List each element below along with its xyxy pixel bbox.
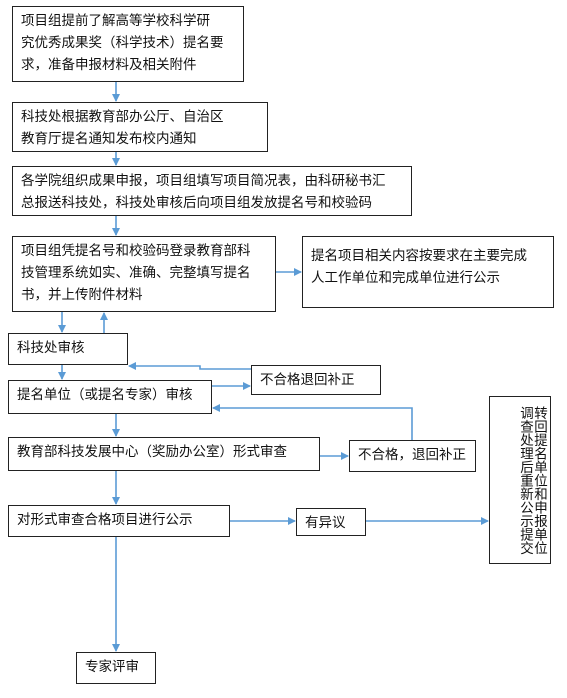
expert-label: 专家评审: [85, 659, 139, 675]
formal-check-label: 教育部科技发展中心（奖励办公室）形式审查: [17, 444, 287, 460]
arrow-fail1-to-review: [128, 362, 251, 370]
publicity-box: 提名项目相关内容按要求在主要完成 人工作单位和完成单位进行公示: [302, 236, 554, 308]
announce-box: 对形式审查合格项目进行公示: [8, 505, 230, 537]
step2-line1: 科技处根据教育部办公厅、自治区: [21, 109, 224, 125]
step1-line1: 项目组提前了解高等学校科学研: [21, 13, 210, 29]
step3-box: 各学院组织成果申报，项目组填写项目简况表，由科研秘书汇 总报送科技处，科技处审核…: [12, 166, 412, 216]
formal-check-box: 教育部科技发展中心（奖励办公室）形式审查: [8, 437, 320, 471]
step4-line2: 技管理系统如实、准确、完整填写提名: [21, 265, 251, 281]
expert-box: 专家评审: [76, 652, 156, 684]
transfer-label: 转回提名单位和申报单位调查处理后重新公示提交: [517, 405, 547, 555]
step1-line3: 求，准备申报材料及相关附件: [21, 57, 197, 73]
fail-return-1-box: 不合格退回补正: [251, 365, 381, 395]
objection-label: 有异议: [305, 515, 346, 531]
review-kjc-label: 科技处审核: [17, 340, 85, 356]
step1-box: 项目组提前了解高等学校科学研 究优秀成果奖（科学技术）提名要 求，准备申报材料及…: [12, 6, 244, 82]
publicity-line2: 人工作单位和完成单位进行公示: [311, 270, 500, 286]
transfer-box: 转回提名单位和申报单位调查处理后重新公示提交: [489, 396, 551, 564]
step4-box: 项目组凭提名号和校验码登录教育部科 技管理系统如实、准确、完整填写提名 书，并上…: [12, 236, 276, 312]
review-kjc-box: 科技处审核: [8, 333, 128, 365]
step2-line2: 教育厅提名通知发布校内通知: [21, 131, 197, 147]
announce-label: 对形式审查合格项目进行公示: [17, 512, 193, 528]
fail-return-2-box: 不合格，退回补正: [349, 440, 476, 472]
step2-box: 科技处根据教育部办公厅、自治区 教育厅提名通知发布校内通知: [12, 102, 268, 152]
arrow-fail2-to-nominator: [212, 404, 413, 440]
step3-line2: 总报送科技处，科技处审核后向项目组发放提名号和校验码: [21, 195, 372, 211]
step1-line2: 究优秀成果奖（科学技术）提名要: [21, 35, 224, 51]
publicity-line1: 提名项目相关内容按要求在主要完成: [311, 248, 527, 264]
nominator-box: 提名单位（或提名专家）审核: [8, 380, 212, 414]
objection-box: 有异议: [296, 508, 366, 536]
fail-return-2-label: 不合格，退回补正: [358, 447, 466, 463]
fail-return-1-label: 不合格退回补正: [260, 372, 355, 388]
step3-line1: 各学院组织成果申报，项目组填写项目简况表，由科研秘书汇: [21, 173, 386, 189]
step4-line3: 书，并上传附件材料: [21, 287, 143, 303]
nominator-label: 提名单位（或提名专家）审核: [17, 387, 193, 403]
step4-line1: 项目组凭提名号和校验码登录教育部科: [21, 243, 251, 259]
